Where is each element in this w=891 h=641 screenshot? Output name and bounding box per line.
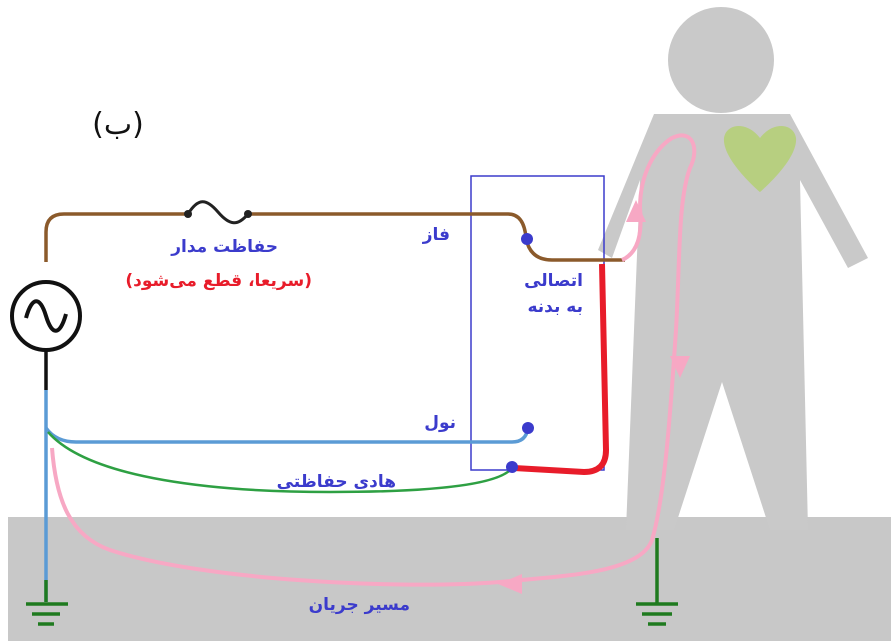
phase-wire [44,212,186,262]
label-circuit-protection: حفاظت مدار [170,237,278,257]
label-neutral: نول [424,413,456,433]
fault-path [513,263,610,476]
earth-ground-icon-person [636,538,678,626]
current-arrow-down-icon [670,356,690,378]
ground-surface [8,517,891,641]
label-trips-quickly: (سریعا، قطع می‌شود) [125,271,312,291]
protective-terminal [506,461,518,473]
label-body-contact-1: اتصالی [524,271,583,291]
label-body-contact-2: به بدنه [527,297,583,317]
earth-ground-icon [26,580,68,626]
panel-label: (ب) [92,107,144,142]
fuse-icon [184,200,252,225]
phase-terminal [521,233,533,245]
current-arrow-left-icon [498,574,522,594]
ac-source-icon [10,280,82,390]
label-phase: فاز [422,225,450,245]
person-figure [598,7,868,530]
neutral-terminal [522,422,534,434]
current-path-wire [50,133,697,587]
label-current-path: مسیر جریان [309,595,410,615]
label-protective-conductor: هادی حفاظتی [277,472,396,492]
protective-conductor-wire [47,431,513,494]
equipment-enclosure [470,175,605,471]
current-arrow-up-icon [626,200,646,222]
heart-icon [723,125,797,192]
phase-wire-2 [250,212,528,239]
neutral-wire-branch [44,426,530,444]
